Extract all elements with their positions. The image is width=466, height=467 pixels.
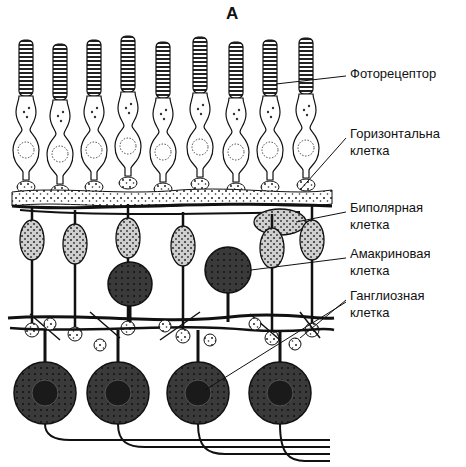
part-label: Биполярная клетка [350,200,462,234]
part-label: Фоторецептор [350,66,462,83]
part-label: Амакриновая клетка [350,246,462,280]
leader-line [276,76,346,84]
title-holder: A [226,4,238,24]
label-holder: Ганглиозная клетка [350,288,462,322]
label-holder: Амакриновая клетка [350,246,462,280]
part-label: Ганглиозная клетка [350,288,462,322]
leader-line [300,138,346,190]
leader-line [296,212,346,222]
leader-line [251,258,346,270]
panel-letter: A [226,4,238,24]
leader-line [300,300,346,338]
label-holder: Биполярная клетка [350,200,462,234]
part-label: Горизонтальна клетка [350,126,462,160]
leader-line [205,302,346,390]
label-holder: Фоторецептор [350,66,462,83]
label-holder: Горизонтальна клетка [350,126,462,160]
